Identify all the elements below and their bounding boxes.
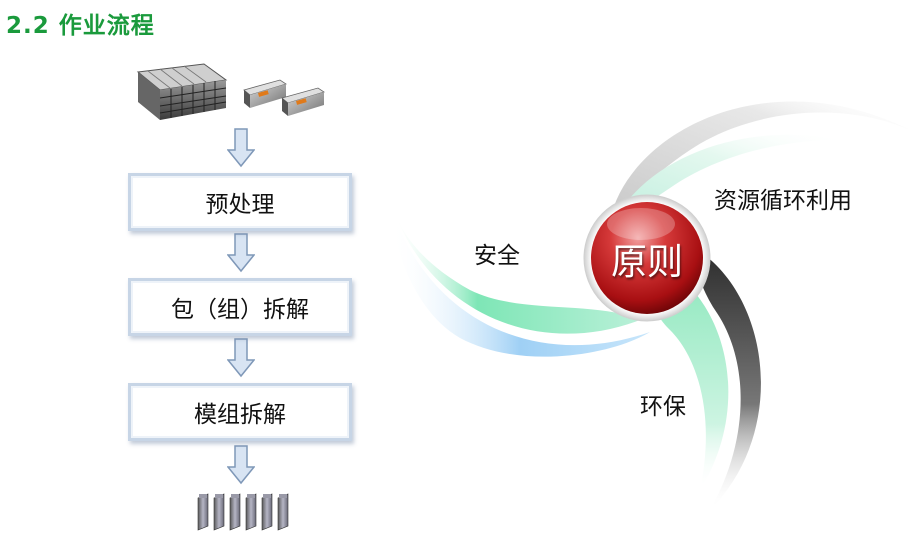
step-module-disassembly: 模组拆解	[128, 383, 352, 441]
battery-pack-image	[136, 63, 325, 120]
principle-safety: 安全	[474, 243, 520, 269]
step-pack-disassembly: 包（组）拆解	[128, 278, 352, 336]
principle-swirl-diagram	[390, 101, 910, 510]
battery-cells-image	[197, 493, 289, 531]
step-preprocessing: 预处理	[128, 173, 352, 231]
down-arrow-icon	[227, 445, 255, 485]
down-arrow-icon	[227, 128, 255, 168]
center-label: 原则	[610, 242, 683, 283]
center-ball	[583, 194, 711, 322]
page-title: 2.2 作业流程	[6, 13, 155, 39]
principle-resource-recycling: 资源循环利用	[714, 188, 852, 214]
down-arrow-icon	[227, 338, 255, 378]
principle-environment: 环保	[640, 394, 686, 420]
down-arrow-icon	[227, 233, 255, 273]
